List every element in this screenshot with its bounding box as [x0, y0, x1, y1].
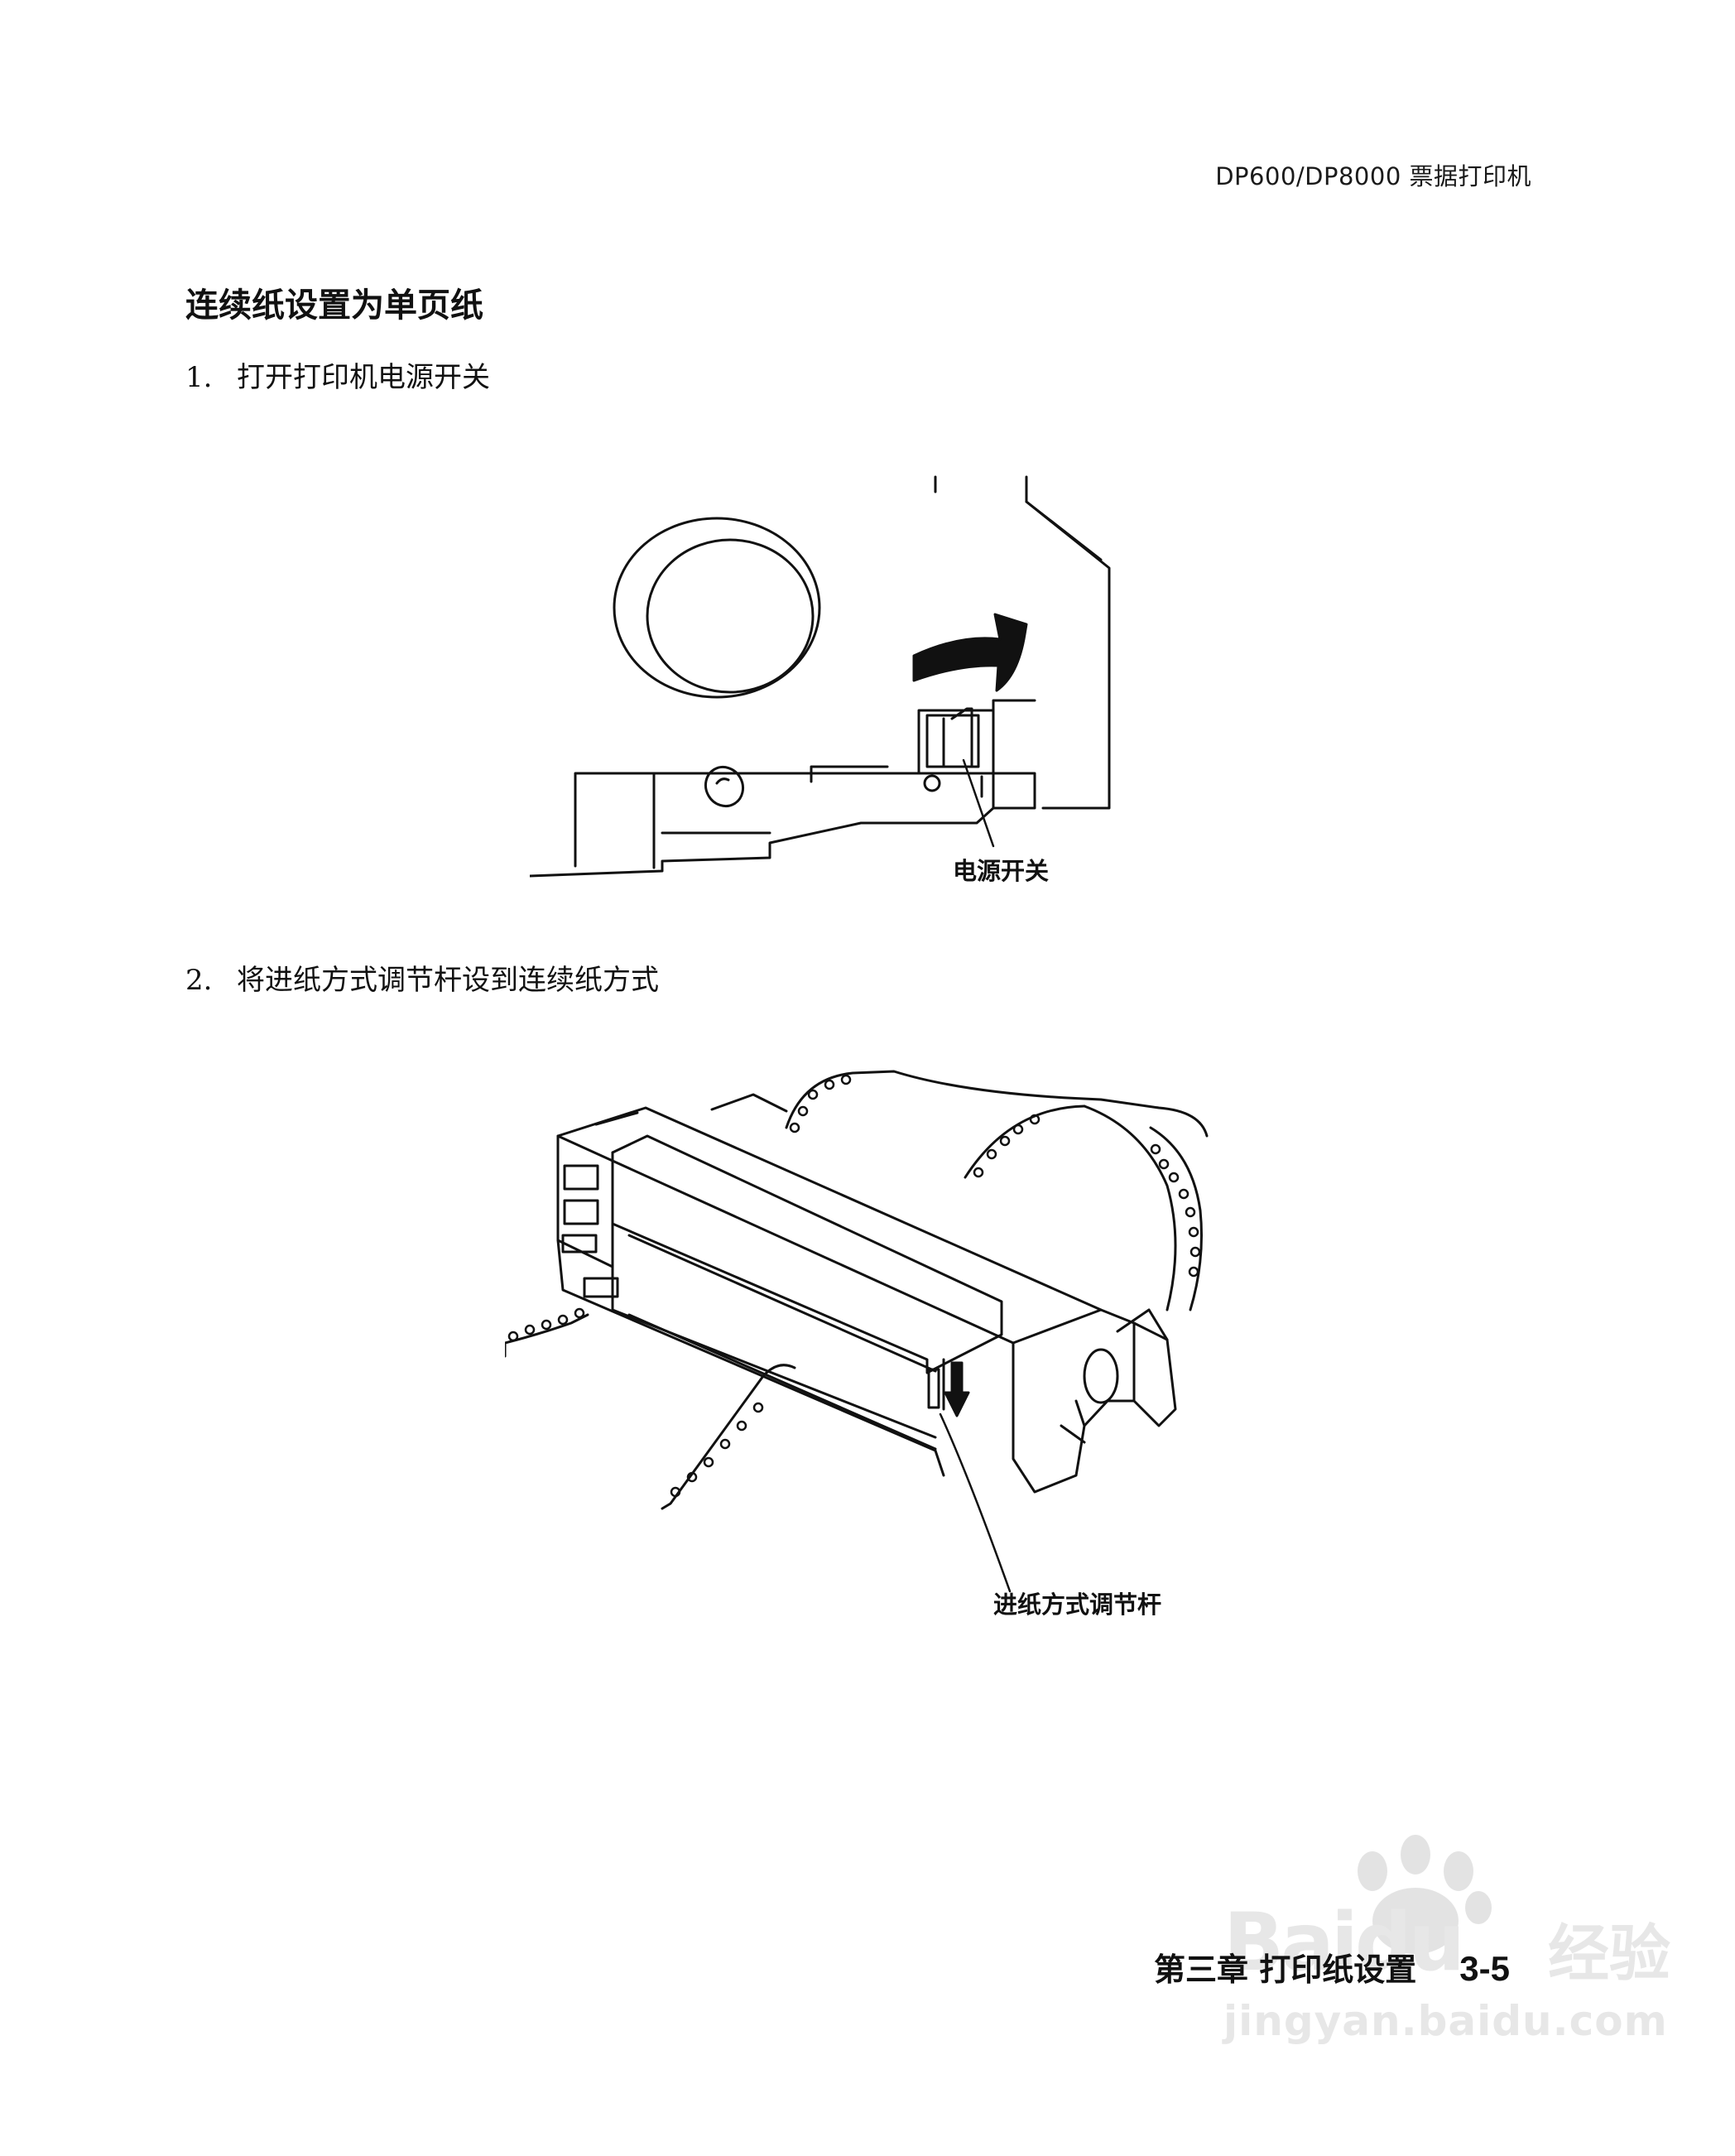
baidu-paw-logo [1358, 1835, 1492, 1954]
watermark-url: jingyan.baidu.com [1223, 1997, 1668, 2045]
watermark-brand: Baidu [1223, 1896, 1465, 1989]
power-switch-label: 电源开关 [953, 857, 1050, 885]
feed-lever-illustration [505, 1070, 1209, 1593]
page-number: 3-5 [1459, 1949, 1510, 1988]
power-switch-illustration [530, 475, 1111, 878]
step-2: 2. 将进纸方式调节杆设到连续纸方式 [185, 957, 659, 998]
section-title: 连续纸设置为单页纸 [185, 286, 483, 325]
running-header: DP600/DP8000 票据打印机 [1215, 162, 1531, 190]
watermark-service: 经验 [1548, 1918, 1670, 1990]
step-number: 1. [185, 361, 213, 394]
step-text: 打开打印机电源开关 [237, 361, 490, 394]
step-1: 1. 打开打印机电源开关 [185, 354, 490, 395]
step-text: 将进纸方式调节杆设到连续纸方式 [237, 964, 659, 997]
page-footer: 第三章 打印纸设置 3-5 [1154, 1944, 1510, 1990]
feed-lever-label: 进纸方式调节杆 [993, 1591, 1162, 1619]
step-number: 2. [185, 964, 213, 997]
footer-chapter: 第三章 打印纸设置 [1154, 1951, 1417, 1988]
